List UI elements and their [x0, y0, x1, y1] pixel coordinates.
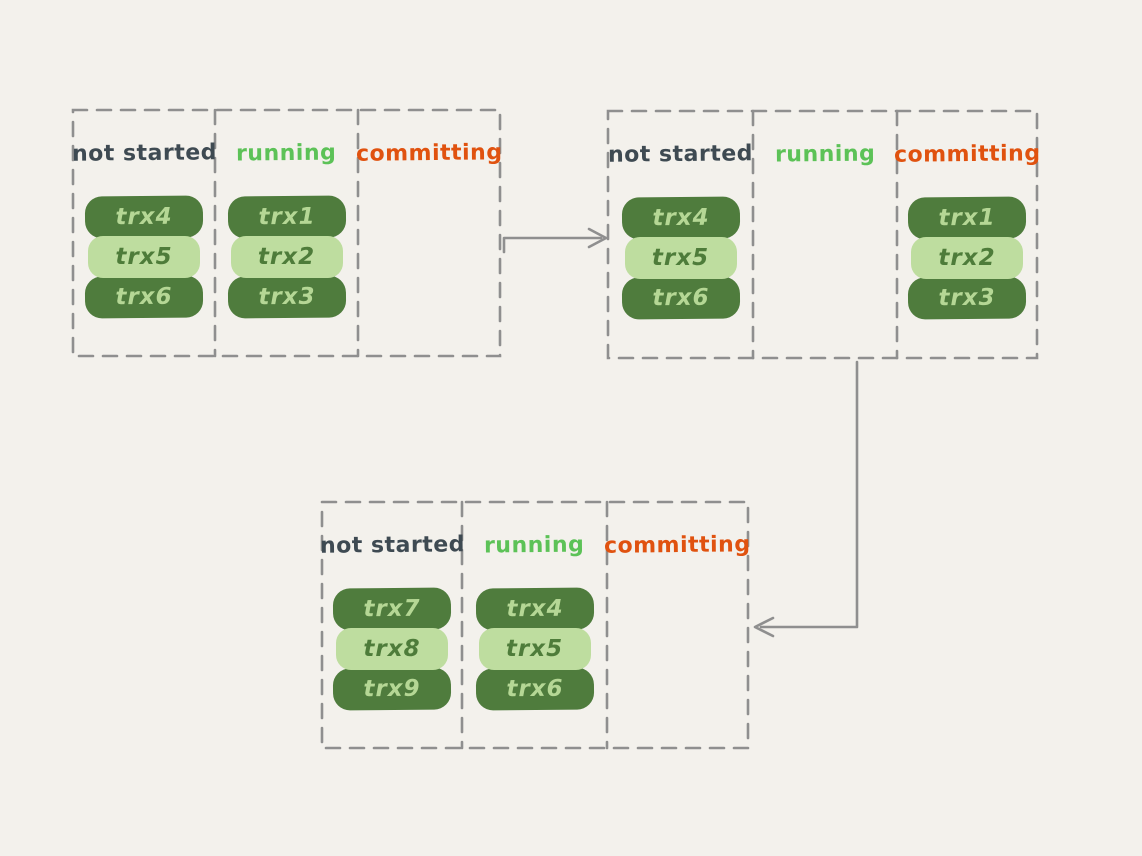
pill-stack: trx1 trx2 trx3 [907, 196, 1027, 320]
column-label-committing: committing [355, 140, 503, 167]
column-label-committing: committing [604, 532, 751, 559]
trx-pill: trx7 [332, 587, 452, 631]
trx-pill: trx9 [332, 667, 452, 711]
panel-2-column-running: running [753, 111, 897, 358]
arrowhead-right-icon [587, 227, 608, 249]
column-label-not-started: not started [607, 141, 754, 168]
pill-stack: trx4 trx5 trx6 [621, 196, 740, 320]
trx-pill: trx2 [911, 237, 1023, 279]
panel-3-column-not-started: not started trx7 trx8 trx9 [319, 502, 465, 748]
panel-1-outline [71, 108, 502, 358]
trx-pill: trx2 [230, 236, 343, 278]
trx-pill: trx3 [907, 276, 1027, 320]
trx-pill: trx1 [227, 195, 346, 239]
arrowhead-left-icon [753, 616, 775, 638]
trx-pill: trx4 [621, 196, 740, 240]
panel-1-column-committing: committing [355, 110, 503, 356]
trx-pill: trx6 [475, 667, 594, 711]
trx-pill: trx3 [227, 275, 346, 319]
pill-stack: trx1 trx2 trx3 [227, 195, 346, 319]
column-label-not-started: not started [319, 532, 465, 559]
arrow-panel1-to-panel2 [502, 236, 603, 254]
panel-1-column-running: running trx1 trx2 trx3 [215, 110, 358, 356]
pill-stack: trx4 trx5 trx6 [475, 587, 594, 711]
arrow-panel2-to-panel3 [759, 360, 859, 629]
trx-pill: trx5 [624, 237, 737, 279]
trx-pill: trx8 [336, 628, 448, 670]
pill-stack: trx7 trx8 trx9 [332, 587, 452, 711]
column-label-committing: committing [893, 141, 1041, 168]
panel-2-column-not-started: not started trx4 trx5 trx6 [608, 111, 753, 358]
trx-pill: trx4 [475, 587, 594, 631]
state-panel-3: not started trx7 trx8 trx9 running trx4 … [319, 502, 751, 748]
column-label-not-started: not started [71, 140, 217, 167]
column-label-running: running [774, 141, 876, 168]
trx-pill: trx6 [621, 276, 740, 320]
trx-pill: trx5 [478, 628, 591, 670]
column-label-running: running [236, 140, 337, 167]
panel-3-column-committing: committing [604, 502, 751, 748]
panel-2-outline [606, 109, 1039, 360]
trx-pill: trx6 [84, 275, 204, 319]
panel-1-column-not-started: not started trx4 trx5 trx6 [71, 110, 217, 356]
state-panel-1: not started trx4 trx5 trx6 running trx1 … [71, 110, 503, 356]
panel-3-column-running: running trx4 trx5 trx6 [462, 502, 607, 748]
panel-2-column-committing: committing trx1 trx2 trx3 [894, 111, 1040, 358]
trx-pill: trx4 [84, 195, 204, 239]
trx-pill: trx5 [88, 236, 200, 278]
trx-pill: trx1 [907, 196, 1027, 240]
pill-stack: trx4 trx5 trx6 [84, 195, 204, 319]
state-panel-2: not started trx4 trx5 trx6 running commi… [608, 111, 1040, 358]
column-label-running: running [484, 532, 585, 559]
